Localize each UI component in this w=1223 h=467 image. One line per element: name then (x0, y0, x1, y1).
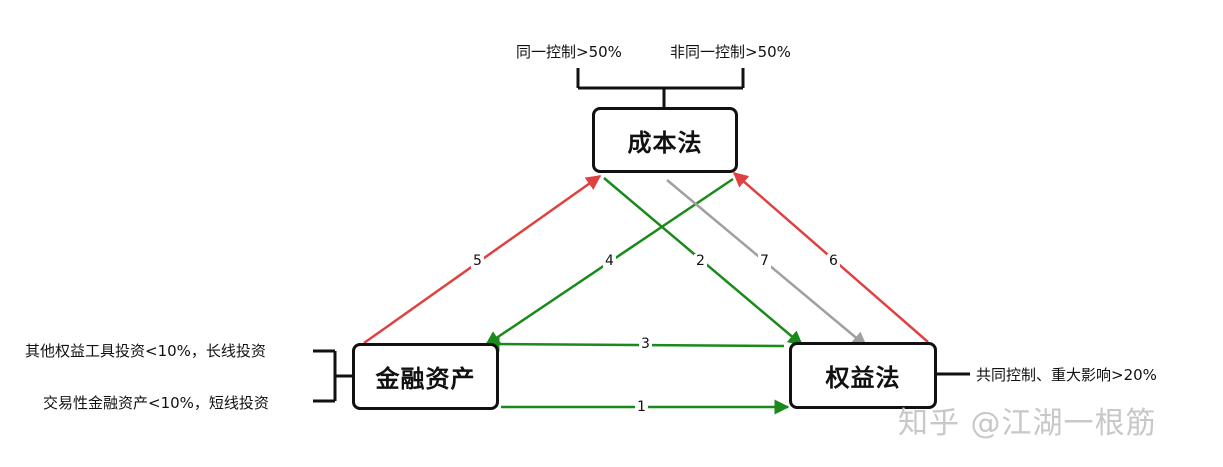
edge-3 (484, 336, 785, 352)
edge-label-4: 4 (603, 253, 616, 269)
note-joint-control: 共同控制、重大影响>20% (976, 366, 1157, 384)
note-same-control: 同一控制>50% (516, 43, 622, 61)
node-cost-method: 成本法 (592, 107, 738, 173)
node-equity-method: 权益法 (789, 342, 937, 409)
note-other-equity: 其他权益工具投资<10%，长线投资 (25, 342, 266, 360)
edge-label-6: 6 (827, 253, 840, 269)
edge-label-5: 5 (471, 253, 484, 269)
top-bracket (576, 68, 745, 108)
edge-label-2: 2 (694, 253, 707, 269)
left-bracket (313, 349, 354, 403)
note-non-same-control: 非同一控制>50% (670, 43, 791, 61)
note-trading: 交易性金融资产<10%，短线投资 (43, 394, 269, 412)
watermark: 知乎 @江湖一根筋 (898, 406, 1157, 441)
edge-label-3: 3 (639, 336, 652, 352)
node-financial-assets: 金融资产 (352, 343, 499, 410)
edge-label-7: 7 (758, 253, 771, 269)
edge-label-1: 1 (635, 399, 648, 415)
